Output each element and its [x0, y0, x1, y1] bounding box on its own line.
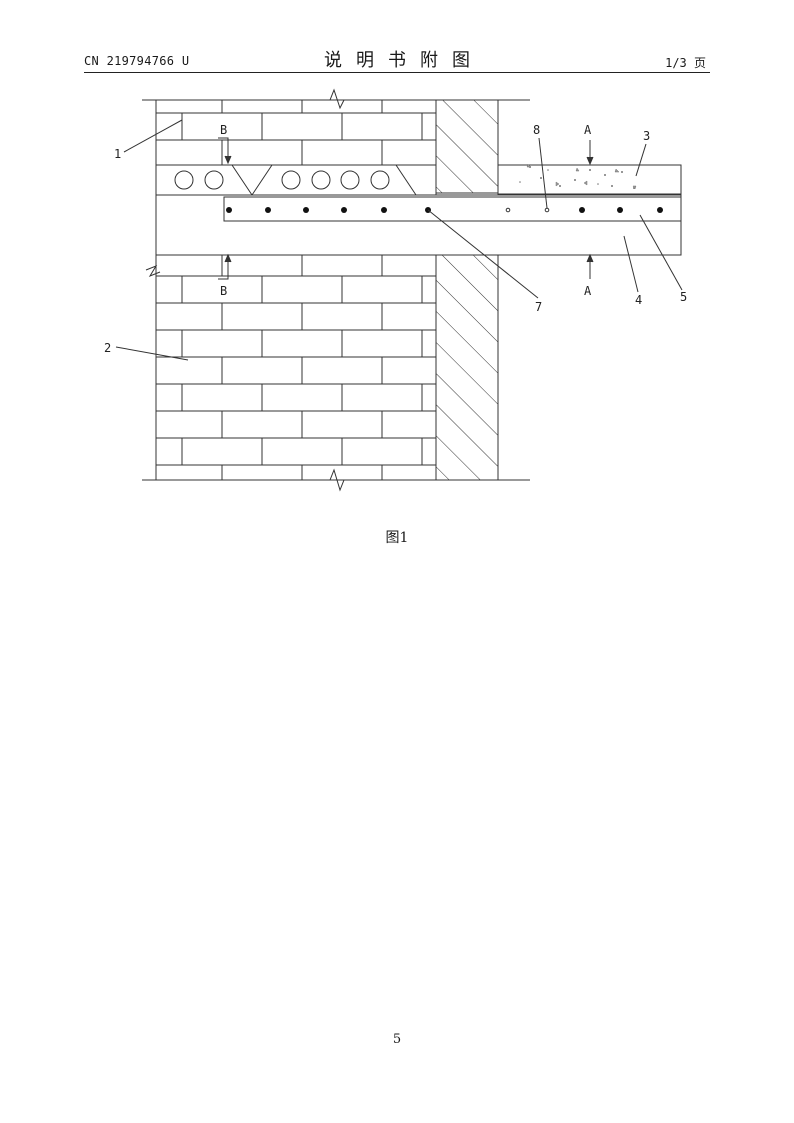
callout-8: 8	[533, 123, 540, 137]
section-label-a-top: A	[584, 123, 592, 137]
bottom-break-line	[142, 468, 530, 492]
page-number: 5	[392, 1032, 402, 1047]
section-arrow-b-bottom	[218, 253, 232, 280]
callout-1: 1	[114, 147, 121, 161]
header-rule	[84, 72, 710, 73]
section-arrow-a-bottom	[586, 253, 594, 279]
reinforcement-layer	[223, 196, 682, 222]
patent-number: CN 219794766 U	[84, 54, 190, 68]
upper-brick-wall	[155, 99, 437, 166]
section-arrow-b-top	[218, 137, 232, 165]
top-break-line	[142, 88, 530, 110]
callout-3: 3	[643, 129, 650, 143]
callout-2: 2	[104, 341, 111, 355]
hatched-column-upper	[435, 99, 499, 194]
callout-7: 7	[535, 300, 542, 314]
leader-line-3	[635, 143, 647, 177]
leader-line-7	[427, 209, 539, 299]
page-indicator: 1/3 页	[665, 56, 706, 70]
leader-line-4	[623, 235, 639, 293]
leader-line-8	[538, 137, 548, 209]
callout-4: 4	[635, 293, 642, 307]
hollow-core-slab	[155, 164, 437, 196]
callout-5: 5	[680, 290, 687, 304]
section-label-b-top: B	[220, 123, 227, 137]
structural-diagram: B B A A 1 2 3 4 5 7 8	[104, 88, 687, 492]
section-arrow-a-top	[586, 140, 594, 166]
leader-line-1	[123, 119, 183, 153]
left-break-line	[145, 264, 161, 278]
leader-line-5	[639, 214, 683, 291]
figure-caption: 图1	[385, 530, 409, 546]
hatched-column-lower	[435, 254, 499, 481]
lower-brick-wall	[155, 254, 437, 481]
section-label-a-bottom: A	[584, 284, 592, 298]
section-label-b-bottom: B	[220, 284, 227, 298]
leader-line-2	[115, 346, 189, 361]
page-title: 说明书附图	[324, 50, 484, 71]
concrete-topping	[497, 163, 682, 195]
